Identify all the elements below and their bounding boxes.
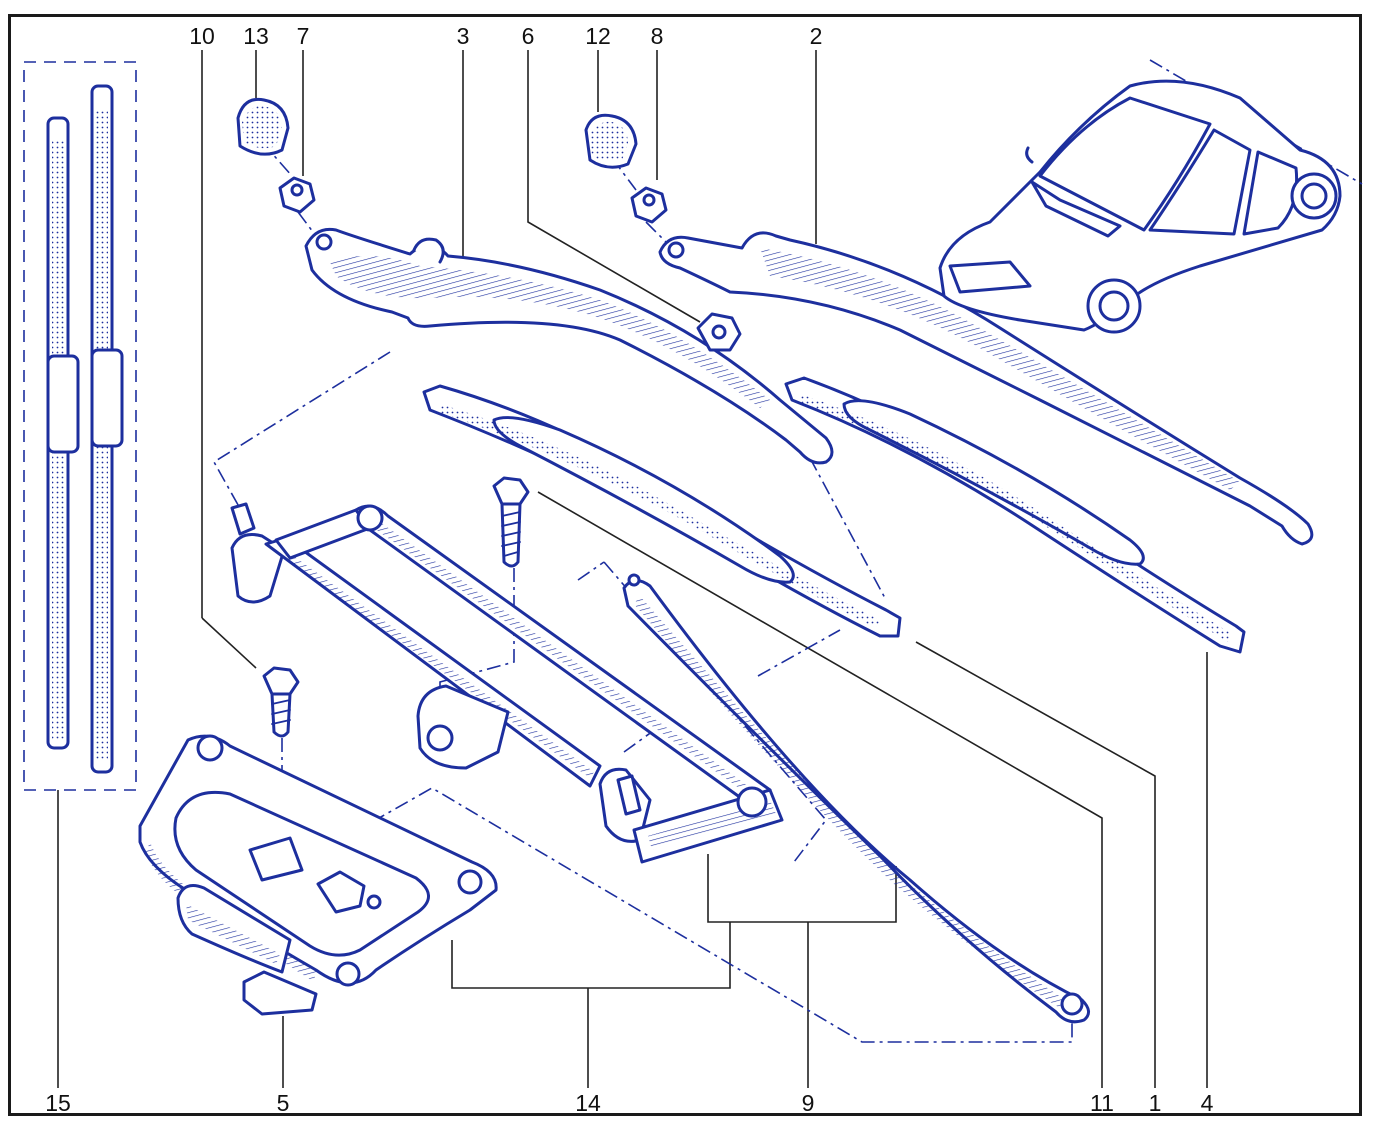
- linkage-upper-crossbar: [274, 508, 372, 560]
- bolt-10-thread: [271, 699, 291, 725]
- linkage-left-spindle: [230, 502, 256, 536]
- linkage-center-bushing: [426, 724, 454, 752]
- leader-11: [537, 491, 1103, 1088]
- nut-8-hole: [642, 193, 656, 207]
- wiper-blade-left-rubber: [438, 404, 880, 628]
- splined-nut-6-hole: [711, 324, 727, 340]
- callout-4: 4: [1201, 1090, 1214, 1116]
- callout-11: 11: [1090, 1090, 1114, 1116]
- assembly-line-arm3: [212, 351, 391, 513]
- leader-1: [915, 641, 1156, 1088]
- assembly-line-blade1: [757, 629, 841, 677]
- part-12-cap: [584, 113, 638, 169]
- callout-14: 14: [575, 1090, 601, 1116]
- linkage-left-spindle-housing: [230, 533, 286, 604]
- part-9-connecting-rod: [622, 573, 1090, 1024]
- car-headlight: [948, 260, 1032, 294]
- cap-12-texture: [590, 121, 628, 162]
- motor-bracket-bushing-2: [457, 869, 483, 895]
- car-wiper: [1030, 180, 1122, 238]
- bolt-11-thread: [501, 511, 521, 557]
- diagram-frame: [8, 14, 1362, 1116]
- part-8-nut: [630, 186, 668, 224]
- car-front-hub: [1098, 290, 1130, 322]
- linkage-crank-pivot: [736, 786, 768, 818]
- motor-bracket-bushing-1: [196, 734, 224, 762]
- part-10-bolt: [262, 666, 300, 738]
- part-13-cap: [236, 97, 290, 156]
- part-6-nut: [696, 312, 742, 352]
- wiper-motor-connector: [242, 970, 318, 1016]
- linkage-crank-spindle: [616, 774, 642, 816]
- callout-6: 6: [522, 23, 535, 49]
- car-mirror: [1025, 146, 1034, 164]
- linkage-upper-pivot: [356, 504, 384, 532]
- nut-7-hole: [290, 183, 304, 197]
- car-rear-hub: [1300, 182, 1328, 210]
- part-15-flat-blades: [46, 84, 124, 774]
- wiper-motor-hatch: [186, 904, 280, 964]
- part-1-wiper-blade: [422, 384, 902, 638]
- callout-3: 3: [457, 23, 470, 49]
- leader-9-bracket: [707, 854, 897, 923]
- wiper-arm-left-hole: [315, 233, 333, 251]
- assembly-line-nut8: [645, 221, 669, 245]
- leader-lines: [57, 50, 1208, 1088]
- wiper-blade-right-rubber: [798, 394, 1232, 642]
- wiper-arm-right-hatch: [760, 248, 1240, 490]
- wiper-arm-right-hole: [667, 241, 685, 259]
- wiper-arm-right-body: [658, 231, 1314, 546]
- assembly-line-nut7: [297, 211, 317, 237]
- bolt-10-head: [262, 666, 300, 696]
- callout-7: 7: [297, 23, 310, 49]
- callout-labels: 15 5 14 9 11 1 4 10 13 7 3 6 12 8 2: [45, 23, 1213, 1116]
- part-2-wiper-arm: [658, 231, 1314, 546]
- cap-13-texture: [242, 105, 282, 149]
- part-14-motor-bracket: [138, 734, 498, 987]
- callout-12: 12: [585, 23, 611, 49]
- flat-blade-left-adapter: [46, 354, 80, 454]
- callout-15: 15: [45, 1090, 71, 1116]
- part-4-wiper-blade: [784, 376, 1246, 654]
- motor-bracket-pad: [248, 836, 304, 882]
- part-9-linkage: [230, 502, 784, 864]
- callout-10: 10: [189, 23, 215, 49]
- callout-13: 13: [243, 23, 269, 49]
- bolt-11-shank: [500, 502, 522, 568]
- callout-9: 9: [802, 1090, 815, 1116]
- motor-bracket-stud: [366, 894, 382, 910]
- callout-2: 2: [810, 23, 823, 49]
- flat-blade-right-adapter: [90, 348, 124, 448]
- part-11-bolt: [492, 476, 530, 568]
- wiper-arm-left-hinge: [412, 237, 445, 264]
- assembly-line-car: [1149, 59, 1363, 185]
- linkage-main-tube-hatch: [284, 552, 594, 778]
- bolt-10-shank: [270, 692, 292, 738]
- motor-bracket-clamp: [316, 870, 366, 914]
- connecting-rod-ball: [627, 573, 641, 587]
- leader-6: [527, 50, 701, 323]
- connecting-rod-body: [622, 579, 1090, 1024]
- part-7-nut: [278, 176, 316, 214]
- wiper-arm-left-hatch: [330, 255, 770, 408]
- callout-5: 5: [277, 1090, 290, 1116]
- part-5-wiper-motor: [176, 884, 318, 1016]
- motor-bracket-bushing-3: [335, 961, 361, 987]
- car-illustration: [938, 79, 1342, 334]
- callout-8: 8: [651, 23, 664, 49]
- part-3-wiper-arm: [304, 227, 834, 465]
- bolt-11-head: [492, 476, 530, 506]
- car-windscreen: [1038, 96, 1212, 232]
- motor-bracket-cutout: [173, 790, 430, 957]
- linkage-upper-tube-hatch: [374, 522, 762, 800]
- leader-14-bracket: [451, 922, 731, 989]
- leader-10-end: [201, 617, 257, 669]
- assembly-line-linkage: [371, 787, 1073, 1043]
- callout-1: 1: [1149, 1090, 1162, 1116]
- connecting-rod-end-bushing: [1060, 992, 1084, 1016]
- assembly-line-rod-top: [577, 561, 605, 581]
- wiper-blade-right-frame: [842, 399, 1145, 566]
- car-side-window-front: [1148, 128, 1252, 236]
